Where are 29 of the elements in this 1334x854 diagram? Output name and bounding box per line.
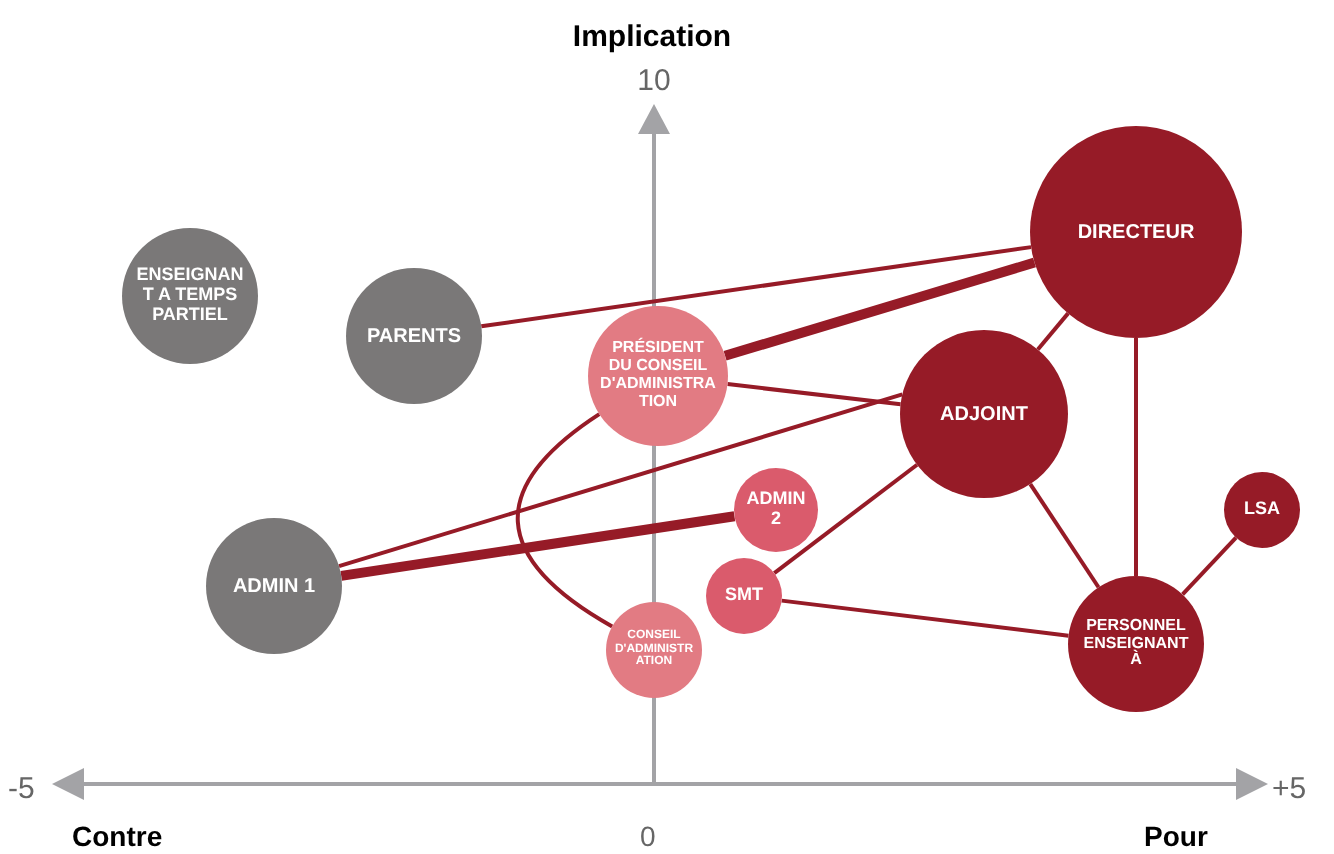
connector-line — [1028, 482, 1101, 589]
connector-line — [338, 392, 903, 569]
node-label: ADJOINT — [940, 403, 1028, 425]
node-label: LSA — [1244, 500, 1280, 520]
connector-line — [340, 511, 736, 581]
connector-line — [781, 598, 1069, 638]
node-label: PARENTS — [366, 325, 462, 347]
axis-title: Contre — [72, 818, 163, 854]
tick-label: 0 — [640, 818, 656, 854]
axis-title: Implication — [570, 18, 734, 58]
tick-label: +5 — [1272, 770, 1307, 810]
node-label: DIRECTEUR — [1077, 221, 1195, 243]
connector-line — [727, 382, 901, 407]
connector-line — [481, 245, 1032, 329]
connector-line — [1181, 536, 1238, 596]
connector-line — [773, 463, 919, 575]
node-label: ADMIN 2 — [744, 490, 808, 530]
node-label: SMT — [725, 586, 763, 606]
node-label: PERSONNEL ENSEIGNANT À — [1081, 617, 1191, 671]
node-label: PRÉSIDENT DU CONSEIL D'ADMINISTRATION — [598, 340, 718, 412]
connector-line — [1036, 312, 1070, 351]
tick-label: 10 — [635, 62, 673, 102]
node-label: ENSEIGNANT A TEMPS PARTIEL — [134, 266, 246, 326]
connector-line — [723, 257, 1036, 361]
axis-title: Pour — [1144, 818, 1208, 854]
node-label: ADMIN 1 — [232, 575, 316, 597]
connector-line — [1134, 338, 1138, 576]
connector-line — [516, 412, 614, 629]
tick-label: -5 — [8, 770, 35, 810]
